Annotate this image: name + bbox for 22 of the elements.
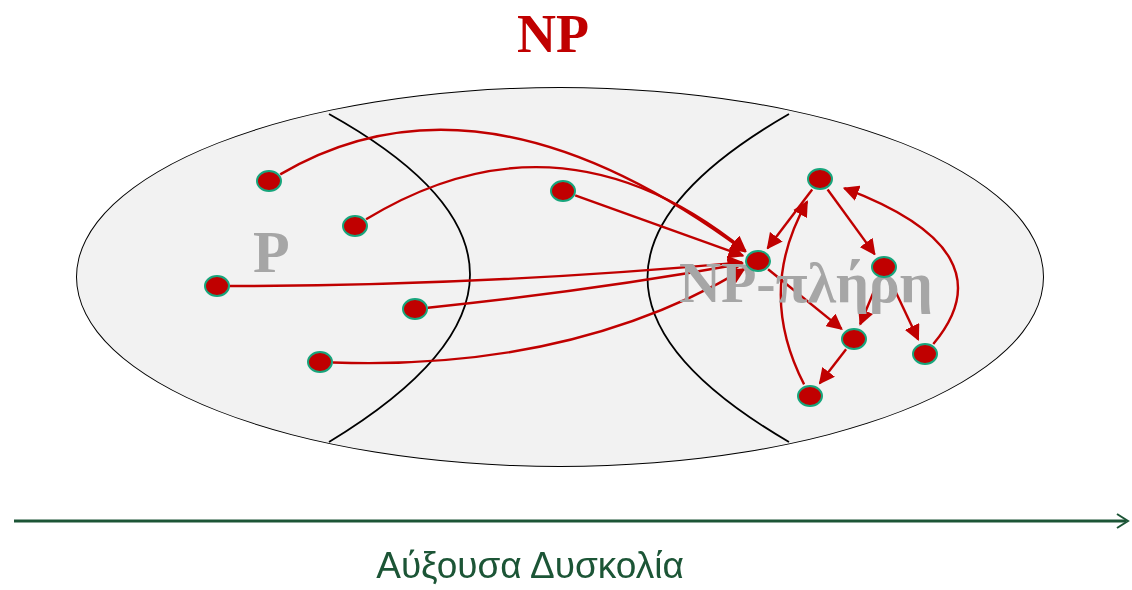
arrow	[333, 268, 746, 365]
arrow	[766, 188, 814, 250]
vertex-dot	[342, 215, 368, 237]
p-class-label: P	[253, 219, 290, 285]
vertex-dot	[797, 385, 823, 407]
vertex-dot	[307, 351, 333, 373]
arrow	[427, 258, 744, 309]
arrow	[230, 255, 744, 288]
arrow	[279, 129, 747, 253]
vertex-dot	[402, 298, 428, 320]
arrow	[574, 194, 745, 259]
arrow	[826, 188, 876, 256]
vertex-dot	[807, 168, 833, 190]
arrow	[365, 166, 747, 252]
vertex-dot	[841, 328, 867, 350]
vertex-dot	[204, 275, 230, 297]
arrow	[818, 348, 848, 385]
vertex-dot	[912, 343, 938, 365]
axis-label: Αύξουσα Δυσκολία	[375, 544, 685, 588]
vertex-dot	[550, 180, 576, 202]
diagram-title: NP	[516, 3, 590, 66]
vertex-dot	[256, 170, 282, 192]
